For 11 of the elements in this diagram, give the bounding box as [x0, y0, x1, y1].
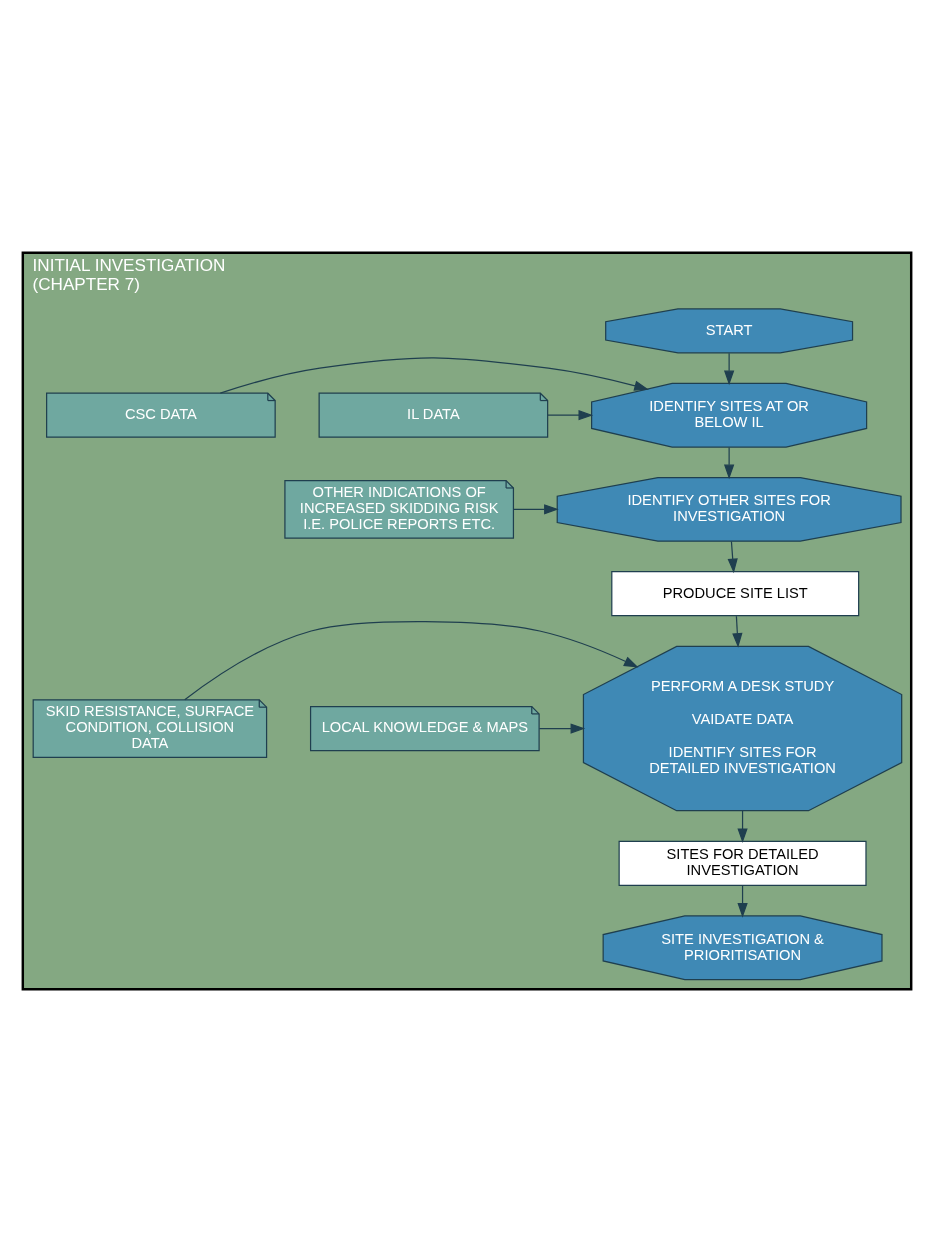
arrow	[724, 352, 735, 385]
arrow	[727, 540, 738, 573]
arrow	[724, 446, 735, 479]
arrow	[732, 615, 743, 648]
arrow	[512, 503, 559, 514]
arrow	[219, 356, 649, 394]
node-box: PRODUCE SITE LIST	[611, 570, 860, 616]
arrow	[538, 722, 586, 734]
node-box: SITES FOR DETAILED INVESTIGATION	[618, 840, 867, 886]
arrow	[184, 620, 639, 700]
arrow	[547, 409, 594, 420]
